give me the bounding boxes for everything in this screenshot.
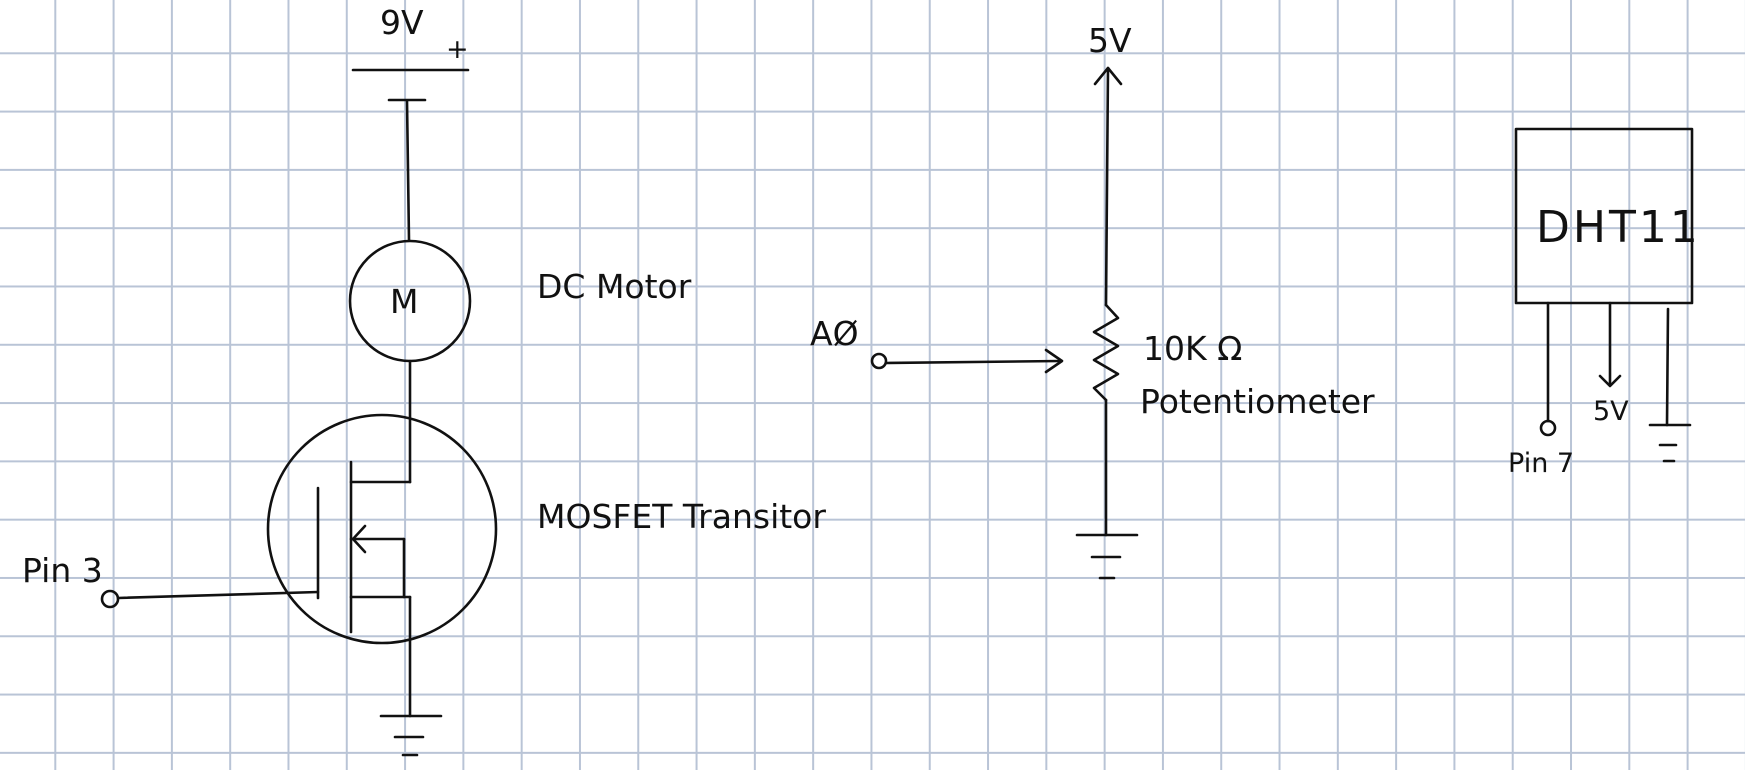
dht11-chip-body [1514, 127, 1694, 305]
mosfet-symbol [266, 413, 498, 645]
motor-circuit: 9V + M DC Motor MOSFET Transitor Pin 3 [22, 3, 826, 757]
pin7-terminal [1539, 419, 1557, 437]
battery-symbol [351, 68, 470, 102]
supply-plus-label: + [446, 34, 469, 65]
supply-5v-label: 5V [1088, 21, 1132, 60]
ground-symbol-dht11 [1648, 423, 1692, 463]
wire-5v-pot [1104, 66, 1110, 307]
pot-value-label: 10K Ω [1143, 329, 1242, 368]
ground-symbol-pot [1075, 533, 1139, 580]
mosfet-circle [266, 413, 498, 645]
potentiometer-circuit: 5V 10K Ω Potentiometer AØ [810, 21, 1375, 580]
motor-label: DC Motor [537, 267, 692, 306]
mosfet-arrow [351, 524, 367, 554]
wire-wiper [885, 359, 1062, 365]
pot-label: Potentiometer [1140, 382, 1375, 421]
wiper-arrow [1044, 348, 1064, 374]
mosfet-label: MOSFET Transitor [537, 497, 826, 536]
pin3-terminal [100, 589, 120, 609]
dht11-ground-pin [1665, 307, 1670, 427]
supply-9v-label: 9V [380, 3, 424, 42]
pin3-label: Pin 3 [22, 551, 103, 590]
dht11-5v-label: 5V [1593, 396, 1629, 427]
wire-gate [116, 590, 320, 600]
potentiometer-symbol [1092, 303, 1120, 402]
dht11-sensor: DHT11 Pin 7 5V [1508, 127, 1701, 479]
a0-terminal [870, 352, 888, 370]
ground-symbol-motor [379, 714, 443, 757]
dht11-chip-label: DHT11 [1536, 202, 1701, 253]
dht11-vcc-arrow [1598, 374, 1622, 388]
wire-battery-motor [405, 99, 411, 242]
motor-symbol-label: M [390, 282, 418, 321]
analog-pin-label: AØ [810, 314, 859, 353]
pin7-label: Pin 7 [1508, 448, 1574, 479]
